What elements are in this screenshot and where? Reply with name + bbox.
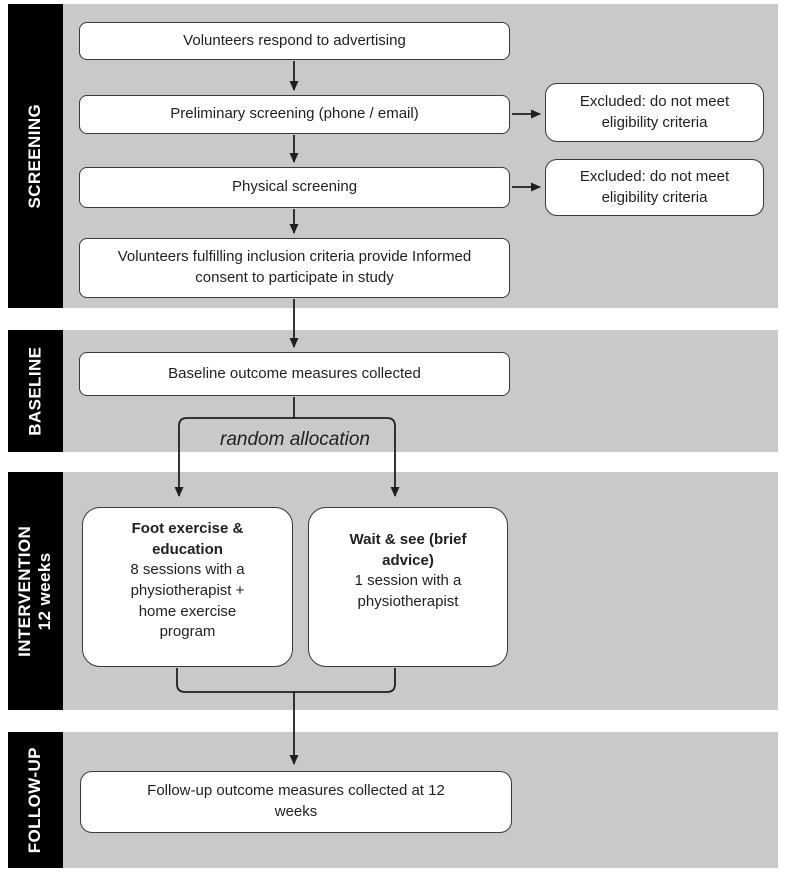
arm-foot-exercise-title: Foot exercise & education [131, 520, 244, 558]
screening-phase-bar: SCREENING [8, 4, 63, 308]
baseline-phase-bar: BASELINE [8, 330, 63, 452]
arm-wait-and-see-title: Wait & see (brief advice) [349, 531, 467, 569]
box-followup-measures-text: Follow-up outcome measures collected at … [147, 782, 445, 820]
followup-phase-label: FOLLOW-UP [25, 746, 45, 854]
box-volunteers-respond-text: Volunteers respond to advertising [183, 31, 406, 49]
box-volunteers-respond: Volunteers respond to advertising [79, 22, 510, 60]
random-allocation-label: random allocation [220, 429, 370, 450]
box-physical-screening-text: Physical screening [231, 178, 358, 196]
intervention-phase-bar: INTERVENTION 12 weeks [8, 472, 63, 710]
screening-phase-label: SCREENING [25, 103, 45, 209]
intervention-phase-label: INTERVENTION 12 weeks [15, 525, 56, 656]
box-arm-foot-exercise: Foot exercise & education 8 sessions wit… [82, 507, 293, 667]
box-baseline-measures-text: Baseline outcome measures collected [168, 364, 421, 382]
box-excluded-physical-text: Excluded: do not meet eligibility criter… [579, 167, 730, 206]
box-followup-measures: Follow-up outcome measures collected at … [80, 771, 512, 833]
followup-phase-bar: FOLLOW-UP [8, 732, 63, 868]
box-physical-screening: Physical screening [79, 167, 510, 208]
box-excluded-preliminary: Excluded: do not meet eligibility criter… [545, 83, 764, 142]
box-preliminary-screening-text: Preliminary screening (phone / email) [170, 105, 419, 123]
box-informed-consent: Volunteers fulfilling inclusion criteria… [79, 238, 510, 298]
box-excluded-physical: Excluded: do not meet eligibility criter… [545, 159, 764, 216]
intervention-label-line1: INTERVENTION [15, 525, 35, 657]
box-informed-consent-text: Volunteers fulfilling inclusion criteria… [117, 248, 472, 286]
box-excluded-preliminary-text: Excluded: do not meet eligibility criter… [579, 92, 730, 131]
baseline-phase-label: BASELINE [25, 346, 45, 436]
arm-wait-and-see-body: 1 session with a physiotherapist [354, 572, 462, 611]
box-baseline-measures: Baseline outcome measures collected [79, 352, 510, 396]
arm-foot-exercise-body: 8 sessions with a physiotherapist + home… [130, 561, 245, 641]
intervention-label-line2: 12 weeks [35, 552, 55, 630]
box-preliminary-screening: Preliminary screening (phone / email) [79, 95, 510, 134]
box-arm-wait-and-see: Wait & see (brief advice) 1 session with… [308, 507, 508, 667]
